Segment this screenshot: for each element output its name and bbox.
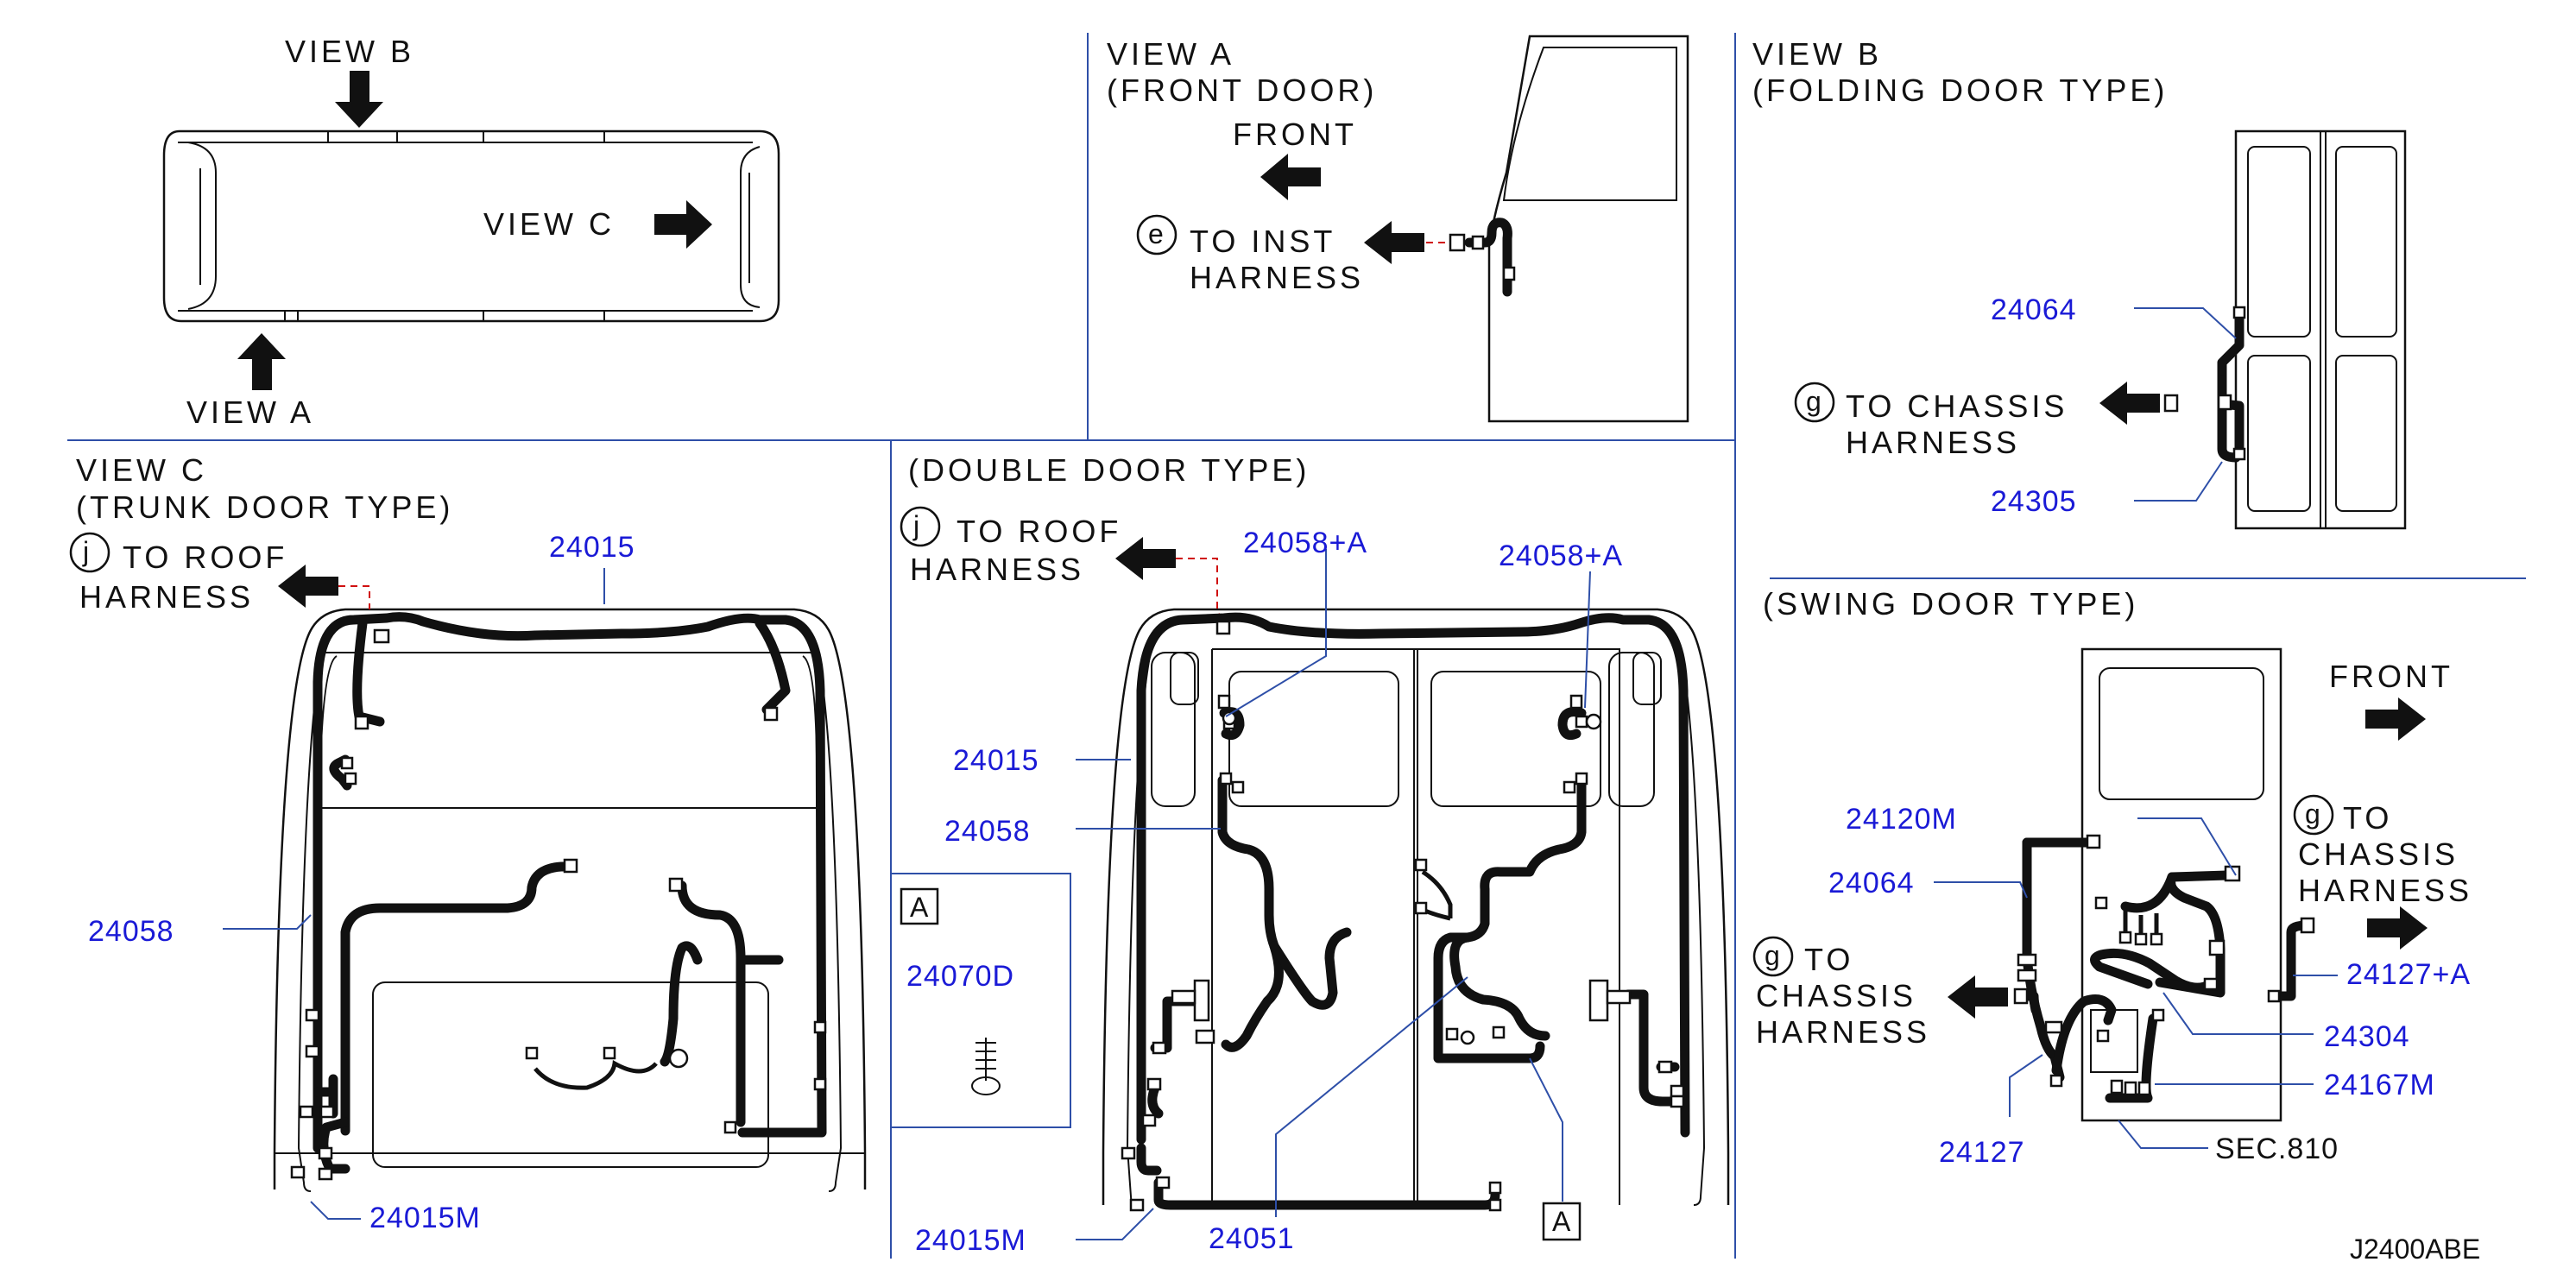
double-door-title: (DOUBLE DOOR TYPE) [908, 452, 1310, 488]
leader-24304 [2162, 992, 2314, 1035]
box-ref-a-double-frame [1542, 1202, 1582, 1241]
box-ref-a-double: A [1552, 1206, 1571, 1237]
part-24015m-c: 24015M [369, 1202, 481, 1234]
view-a-label: VIEW A [186, 394, 314, 430]
part-24015-c: 24015 [549, 531, 635, 564]
leader-24058a-2 [1584, 571, 1591, 709]
connector-ref-circle-j-d [900, 506, 941, 547]
front-direction-label: FRONT [1233, 117, 1357, 152]
chassis-s2-label: CHASSIS [1756, 978, 1916, 1013]
leader-24305 [2134, 461, 2223, 502]
view-b-title: VIEW B [1752, 36, 1882, 72]
connector-ref-j-d: j [912, 510, 919, 541]
to-inst-label: TO INST [1190, 224, 1335, 259]
part-24015-d: 24015 [953, 744, 1039, 777]
leader-24064-s [1934, 881, 2028, 899]
folding-door-outline [2163, 129, 2407, 530]
part-24167m: 24167M [2324, 1069, 2435, 1101]
harness-s2-label: HARNESS [1756, 1014, 1930, 1050]
part-24064-b: 24064 [1991, 293, 2077, 326]
vehicle-top-view [162, 71, 780, 390]
connector-ref-g-s1: g [2305, 798, 2320, 830]
to-chassis-b-label: TO CHASSIS [1846, 388, 2068, 424]
front-door-outline [1426, 35, 1689, 423]
leader-24058a-1 [1225, 549, 1327, 717]
leader-24127 [2009, 1054, 2043, 1117]
connector-ref-circle-e [1136, 214, 1178, 256]
part-24058a-2: 24058+A [1499, 540, 1623, 572]
leader-24051 [1275, 976, 1468, 1217]
to-roof-c-label: TO ROOF [123, 540, 287, 575]
leader-24058-c [223, 914, 312, 930]
part-24015m-d: 24015M [915, 1224, 1026, 1257]
to-chassis-s1-arrow [2367, 906, 2428, 950]
front-s-label: FRONT [2329, 659, 2453, 694]
connector-ref-g-b: g [1806, 386, 1822, 417]
trunk-door-outline [273, 585, 867, 1192]
view-c-label: VIEW C [483, 206, 615, 242]
part-24058-d: 24058 [944, 815, 1031, 848]
folding-door-title: (FOLDING DOOR TYPE) [1752, 73, 2168, 108]
leader-a-double [1529, 1057, 1563, 1202]
part-24304: 24304 [2324, 1020, 2410, 1053]
part-24051: 24051 [1209, 1222, 1295, 1255]
swing-door-title: (SWING DOOR TYPE) [1763, 586, 2138, 622]
part-24070d: 24070D [906, 960, 1014, 993]
part-24127: 24127 [1939, 1136, 2025, 1169]
leader-24120m [2137, 817, 2237, 876]
connector-ref-circle-g-s2 [1752, 936, 1794, 977]
leader-sec810 [2118, 1120, 2208, 1149]
part-24127a: 24127+A [2346, 958, 2471, 991]
part-24120m: 24120M [1846, 803, 1957, 836]
part-24305: 24305 [1991, 485, 2077, 518]
chassis-s1-label: CHASSIS [2298, 836, 2459, 872]
trunk-door-title: (TRUNK DOOR TYPE) [76, 489, 453, 525]
part-24064-s: 24064 [1828, 867, 1915, 899]
to-roof-d-label: TO ROOF [957, 514, 1121, 549]
to-chassis-b-arrow [2099, 382, 2160, 425]
connector-ref-e: e [1148, 218, 1164, 249]
sec-810-ref: SEC.810 [2215, 1133, 2339, 1165]
view-c-arrow [654, 200, 712, 249]
front-direction-arrow [1260, 154, 1321, 200]
connector-ref-circle-g-b [1794, 382, 1835, 423]
harness-s1-label: HARNESS [2298, 873, 2472, 908]
leader-24015m-d [1076, 1208, 1154, 1240]
front-door-title: (FRONT DOOR) [1107, 73, 1377, 108]
inst-harness-label: HARNESS [1190, 260, 1364, 295]
to-s1-label: TO [2343, 800, 2392, 836]
detail-a-box-label: A [910, 892, 929, 923]
view-a-title: VIEW A [1107, 36, 1234, 72]
leader-24015m-c [310, 1201, 361, 1220]
roof-harness-d-label: HARNESS [910, 552, 1084, 587]
roof-harness-c-label: HARNESS [79, 579, 254, 615]
to-roof-c-arrow [278, 565, 338, 608]
connector-ref-circle-g-s1 [2293, 794, 2334, 836]
swing-door-outline [2013, 647, 2315, 1122]
double-door-outline [1102, 558, 1730, 1212]
to-s2-label: TO [1804, 942, 1853, 977]
detail-a-box [890, 873, 1071, 1128]
view-a-arrow [237, 333, 286, 390]
connector-ref-g-s2: g [1765, 940, 1780, 971]
view-b-arrow [335, 71, 383, 128]
connector-ref-j-c: j [82, 536, 89, 567]
connector-ref-circle-j-c [69, 532, 110, 573]
figure-code: J2400ABE [2350, 1234, 2480, 1265]
front-s-arrow [2365, 697, 2426, 741]
panel-dividers [67, 33, 2526, 1259]
part-24058-c: 24058 [88, 915, 174, 948]
to-chassis-s2-arrow [1948, 975, 2008, 1019]
to-roof-d-arrow [1115, 537, 1176, 580]
chassis-harness-b-label: HARNESS [1846, 425, 2020, 460]
view-b-label: VIEW B [285, 34, 414, 69]
part-24058a-1: 24058+A [1243, 527, 1367, 559]
view-c-title: VIEW C [76, 452, 207, 488]
leader-24064-b [2134, 307, 2237, 339]
